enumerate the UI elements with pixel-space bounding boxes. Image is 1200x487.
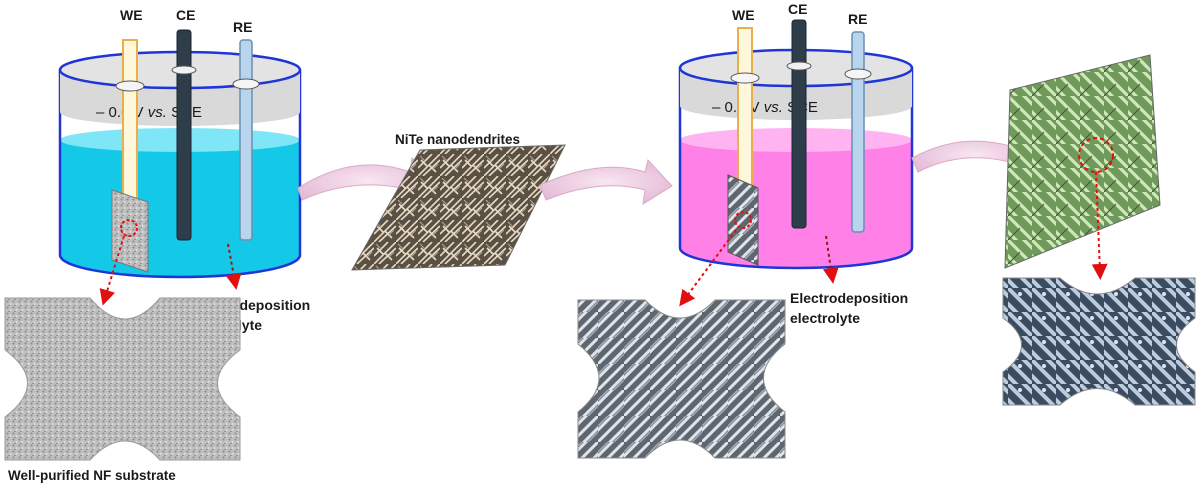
reference-electrode-1 [239, 39, 253, 241]
coated-sample-2 [727, 174, 759, 266]
nf-substrate-sample-1 [111, 189, 149, 273]
pointer-arrow-electrolyte-2 [822, 235, 839, 284]
electrolyte-label-2a: Electrodeposition [790, 290, 908, 306]
working-electrode-1 [122, 39, 138, 206]
nite-nanodendrites-image [351, 144, 566, 271]
counter-electrode-1 [176, 29, 192, 241]
electrochemical-cell-2: – 0.8 V vs. SCE WE CE RE Electrodepositi… [678, 1, 914, 326]
we-label-2: WE [732, 7, 755, 23]
re-label-2: RE [848, 11, 867, 27]
nf-substrate-image [4, 297, 241, 461]
nanodendrites-label: NiTe nanodendrites [395, 132, 520, 147]
counter-electrode-2 [791, 19, 807, 229]
sem-image-nite [577, 299, 786, 459]
electrochemical-cell-1: – 0.6 V vs. SCE WE CE RE Electrodepositi… [58, 7, 310, 333]
pointer-arrow-substrate [99, 235, 125, 306]
beaker-outline-1 [58, 70, 302, 279]
we-label-1: WE [120, 7, 143, 23]
pointer-arrow-sem-1 [679, 229, 737, 307]
substrate-caption: Well-purified NF substrate [8, 468, 176, 483]
beaker-outline-2 [678, 68, 914, 270]
pointer-arrow-electrolyte-1 [225, 243, 242, 290]
ce-label-1: CE [176, 7, 195, 23]
flow-arrow-2 [539, 158, 673, 205]
pointer-arrow-sem-2 [1091, 171, 1108, 280]
sem-image-green [1004, 54, 1161, 269]
reference-electrode-2 [851, 31, 865, 233]
ce-label-2: CE [788, 1, 807, 17]
sem-image-final [1002, 277, 1196, 406]
working-electrode-2 [737, 27, 753, 199]
electrolyte-label-2b: electrolyte [790, 310, 860, 326]
re-label-1: RE [233, 19, 252, 35]
